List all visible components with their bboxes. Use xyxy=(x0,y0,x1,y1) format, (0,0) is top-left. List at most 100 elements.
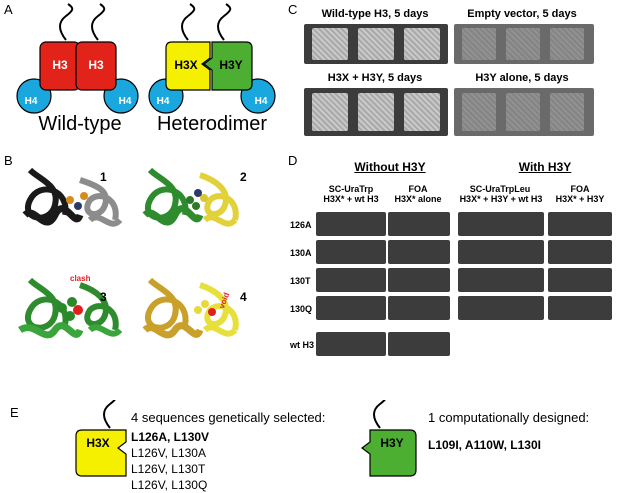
plate-d-r4-c3 xyxy=(458,296,544,320)
h3y-label-e: H3Y xyxy=(380,436,404,450)
plate-h3xh3y xyxy=(304,88,448,136)
plate-d-r3-c2 xyxy=(388,268,450,292)
tail-wt-right xyxy=(91,3,106,41)
panel-label-c: C xyxy=(288,2,298,17)
plate-title-wt: Wild-type H3, 5 days xyxy=(321,8,429,20)
heterodimer-caption: Heterodimer xyxy=(156,113,268,135)
structure-4-label: 4 xyxy=(240,290,247,304)
plate-d-r3-c3 xyxy=(458,268,544,292)
panel-label-e: E xyxy=(10,405,19,420)
plate-d-r2-c4 xyxy=(548,240,612,264)
plate-wt xyxy=(304,24,448,64)
growth-patch xyxy=(550,28,584,60)
designed-mutations: L109I, A110W, L130I xyxy=(428,438,541,452)
plate-d-r1-c1 xyxy=(316,212,386,236)
col3-strain: H3X* + H3Y + wt H3 xyxy=(459,194,543,204)
col4-medium: FOA xyxy=(570,184,590,194)
h3y-shape-e xyxy=(361,429,417,477)
h3y-label: H3Y xyxy=(219,58,243,72)
clash-label: clash xyxy=(70,274,91,283)
plate-d-r5-c1 xyxy=(316,332,386,356)
structure-1 xyxy=(22,167,123,227)
plate-d-r2-c1 xyxy=(316,240,386,264)
h3x-label-e: H3X xyxy=(86,436,110,450)
h3-wt-left-label: H3 xyxy=(52,58,68,72)
structure-1-label: 1 xyxy=(100,170,107,184)
tail-wt-left xyxy=(59,3,74,41)
h4-het-left-label: H4 xyxy=(156,96,170,107)
growth-patch xyxy=(462,93,496,131)
plate-d-r1-c3 xyxy=(458,212,544,236)
structure-2 xyxy=(142,167,239,227)
mutation-1: L126A, L130V xyxy=(131,430,210,444)
tail-h3x-e xyxy=(103,400,116,429)
plate-title-h3y-alone: H3Y alone, 5 days xyxy=(475,72,569,84)
growth-patch xyxy=(462,28,496,60)
col1-medium: SC-UraTrp xyxy=(328,184,374,194)
plate-title-empty: Empty vector, 5 days xyxy=(467,8,577,20)
col2-strain: H3X* alone xyxy=(394,194,442,204)
plate-h3y-alone xyxy=(454,88,594,136)
growth-patch xyxy=(312,28,348,60)
designed-title: 1 computationally designed: xyxy=(428,410,590,425)
structure-4 xyxy=(142,277,239,339)
growth-patch xyxy=(550,93,584,131)
h4-wt-right-label: H4 xyxy=(118,96,132,107)
h3y-shape xyxy=(203,41,253,91)
wild-type-caption: Wild-type xyxy=(38,113,122,135)
growth-patch xyxy=(404,93,440,131)
without-h3y-header: Without H3Y xyxy=(354,160,426,174)
row-label-130q: 130Q xyxy=(290,304,313,314)
mutation-3: L126V, L130T xyxy=(131,462,206,476)
growth-patch xyxy=(506,28,540,60)
growth-patch xyxy=(404,28,440,60)
plate-d-r2-c3 xyxy=(458,240,544,264)
h3-wt-right xyxy=(75,41,117,91)
growth-patch xyxy=(358,93,394,131)
h3x-shape-e xyxy=(75,429,127,477)
panel-e-shapes xyxy=(75,400,127,477)
panel-d: Without H3Y With H3Y SC-UraTrp H3X* + wt… xyxy=(290,160,615,390)
mutation-2: L126V, L130A xyxy=(131,446,206,460)
panel-label-a: A xyxy=(4,2,13,17)
h4-het-right-label: H4 xyxy=(254,96,268,107)
col1-strain: H3X* + wt H3 xyxy=(323,194,379,204)
structure-2-label: 2 xyxy=(240,170,247,184)
col4-strain: H3X* + H3Y xyxy=(555,194,605,204)
row-label-130a: 130A xyxy=(290,248,312,258)
plate-d-r4-c4 xyxy=(548,296,612,320)
plate-d-r4-c1 xyxy=(316,296,386,320)
panel-b-structures xyxy=(18,167,239,339)
growth-patch xyxy=(358,28,394,60)
panel-e-h3y-shape xyxy=(361,400,417,477)
plate-d-r1-c4 xyxy=(548,212,612,236)
structure-3-label: 3 xyxy=(100,290,107,304)
plate-d-r5-c2 xyxy=(388,332,450,356)
h3x-shape xyxy=(165,41,211,91)
col2-medium: FOA xyxy=(408,184,428,194)
tail-het-left xyxy=(181,3,196,41)
tail-het-right xyxy=(217,3,232,41)
plate-d-r2-c2 xyxy=(388,240,450,264)
panel-a-diagram xyxy=(16,3,276,114)
selected-title: 4 sequences genetically selected: xyxy=(131,410,326,425)
growth-patch xyxy=(506,93,540,131)
plate-d-r1-c2 xyxy=(388,212,450,236)
row-label-wt-h3: wt H3 xyxy=(290,340,315,350)
plate-d-r3-c1 xyxy=(316,268,386,292)
plate-d-r3-c4 xyxy=(548,268,612,292)
growth-patch xyxy=(312,93,348,131)
structure-3 xyxy=(18,277,123,339)
tail-h3y-e xyxy=(373,400,386,429)
col3-medium: SC-UraTrpLeu xyxy=(469,184,531,194)
plate-title-h3xh3y: H3X + H3Y, 5 days xyxy=(327,72,423,84)
with-h3y-header: With H3Y xyxy=(518,160,572,174)
h3-wt-right-label: H3 xyxy=(88,58,104,72)
panel-label-b: B xyxy=(4,153,13,168)
row-label-130t: 130T xyxy=(290,276,311,286)
mutation-4: L126V, L130Q xyxy=(131,478,208,492)
h4-wt-left-label: H4 xyxy=(24,96,38,107)
h3x-label: H3X xyxy=(174,58,198,72)
plate-empty xyxy=(454,24,594,64)
panel-label-d: D xyxy=(288,153,298,168)
